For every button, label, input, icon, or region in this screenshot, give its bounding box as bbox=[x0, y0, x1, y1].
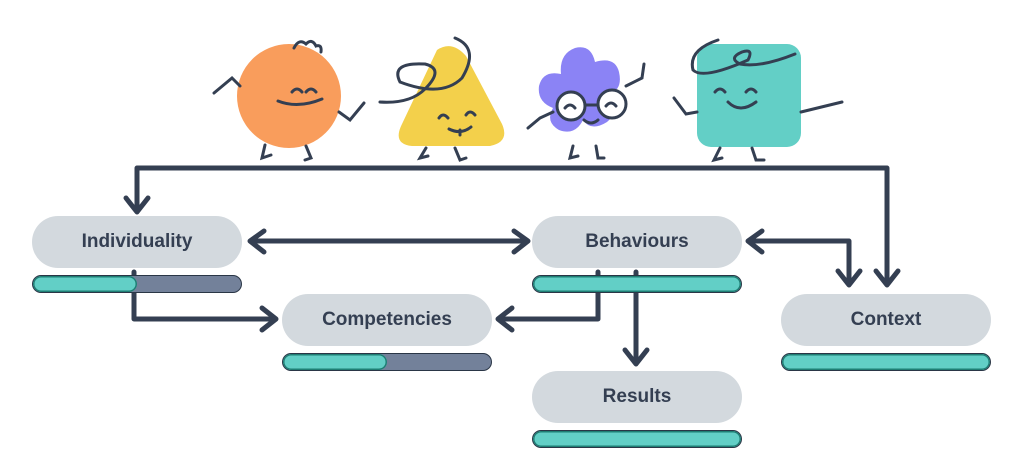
progress-fill bbox=[782, 354, 990, 370]
node-individuality: Individuality bbox=[32, 216, 242, 268]
node-label: Results bbox=[602, 386, 672, 407]
arrowhead-behaviours-right bbox=[745, 228, 765, 255]
arrowhead-competencies-left bbox=[259, 305, 279, 333]
progress-fill bbox=[533, 276, 741, 292]
node-label: Individuality bbox=[81, 231, 193, 252]
progress-bar-individuality bbox=[32, 275, 242, 293]
arrowhead-context-right bbox=[873, 268, 901, 288]
progress-fill bbox=[533, 431, 741, 447]
arrowhead-behaviours-left bbox=[511, 228, 531, 255]
progress-fill bbox=[283, 354, 387, 370]
node-label: Competencies bbox=[322, 309, 452, 330]
node-context: Context bbox=[781, 294, 991, 346]
teal-square-character bbox=[672, 38, 844, 163]
purple-flower-character bbox=[526, 47, 646, 161]
node-label: Behaviours bbox=[585, 231, 689, 252]
progress-bar-context bbox=[781, 353, 991, 371]
progress-bar-competencies bbox=[282, 353, 492, 371]
connector-behaviours-context bbox=[747, 238, 852, 286]
arrowhead-context-left bbox=[835, 268, 863, 288]
arrowhead-competencies-right bbox=[495, 305, 515, 333]
top-connector-line bbox=[134, 165, 890, 286]
progress-bar-results bbox=[532, 430, 742, 448]
arrowhead-individuality bbox=[123, 195, 151, 215]
node-results: Results bbox=[532, 371, 742, 423]
orange-circle-character bbox=[212, 39, 366, 162]
arrowhead-results bbox=[622, 347, 650, 367]
arrowhead-individuality-left bbox=[247, 228, 267, 255]
progress-bar-behaviours bbox=[532, 275, 742, 293]
node-label: Context bbox=[850, 309, 922, 330]
yellow-triangle-character bbox=[378, 36, 505, 162]
node-competencies: Competencies bbox=[282, 294, 492, 346]
progress-fill bbox=[33, 276, 137, 292]
node-behaviours: Behaviours bbox=[532, 216, 742, 268]
